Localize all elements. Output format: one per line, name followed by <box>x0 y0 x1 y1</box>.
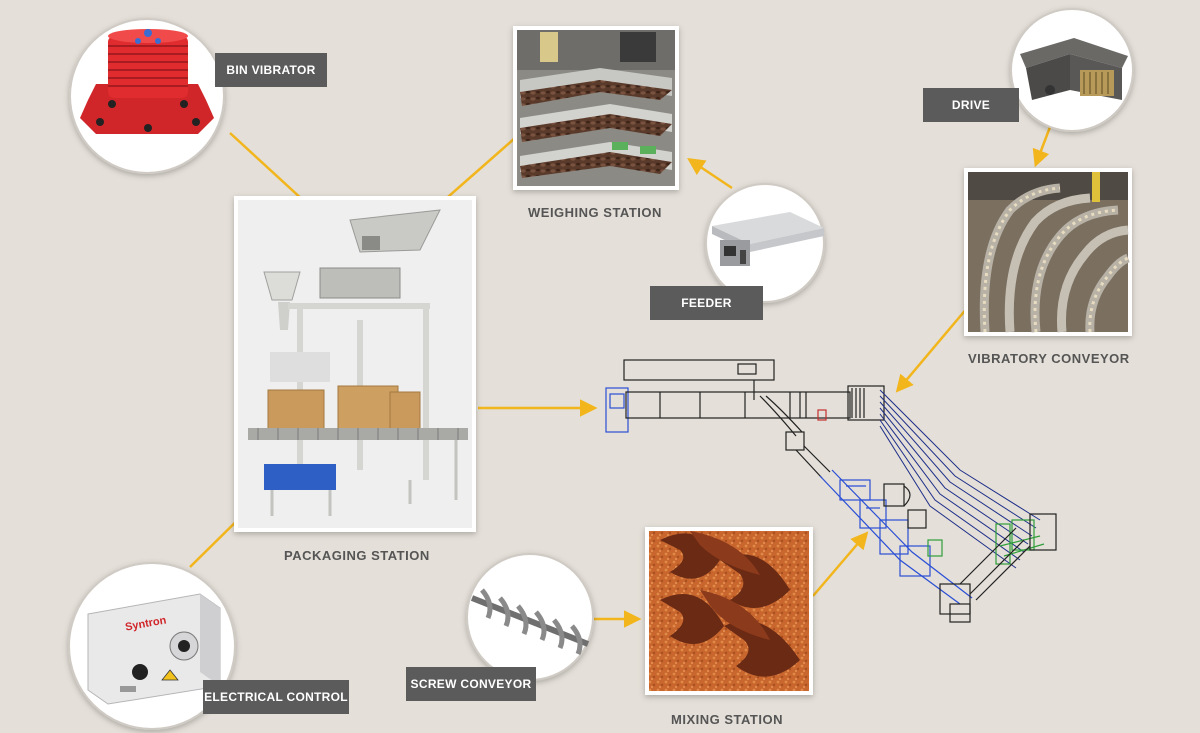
feeder-tag: FEEDER <box>650 286 763 320</box>
arrow-mixing-to-layout <box>812 531 869 597</box>
screw-conveyor-node <box>466 553 594 681</box>
arrow-feeder-to-weighing <box>687 158 733 190</box>
drive-image <box>1020 38 1128 100</box>
arrow-conveyor-to-layout <box>895 306 969 393</box>
mixing-station-image <box>649 531 809 691</box>
electrical-control-node <box>68 562 236 730</box>
screw-conveyor-tag: SCREW CONVEYOR <box>406 667 536 701</box>
bin-vibrator-tag: BIN VIBRATOR <box>215 53 327 87</box>
arrow-drive-to-conveyor <box>1032 126 1052 168</box>
vibratory-conveyor-caption: VIBRATORY CONVEYOR <box>968 351 1130 366</box>
mixing-station-node <box>645 527 813 695</box>
vibratory-conveyor-node <box>964 168 1132 336</box>
drive-node <box>1010 8 1134 132</box>
packaging-station-image <box>238 200 472 528</box>
electrical-control-tag: ELECTRICAL CONTROL <box>203 680 349 714</box>
weighing-station-node <box>513 26 679 190</box>
mixing-station-caption: MIXING STATION <box>671 712 783 727</box>
packaging-station-node <box>234 196 476 532</box>
feeder-image <box>712 212 824 266</box>
packaging-station-caption: PACKAGING STATION <box>284 548 430 563</box>
system-layout-drawing <box>605 359 1057 623</box>
bin-vibrator-node <box>69 18 225 174</box>
feeder-node <box>705 183 825 303</box>
vibratory-conveyor-image <box>968 172 1130 333</box>
weighing-station-image <box>517 30 675 186</box>
electrical-control-image <box>87 593 221 705</box>
screw-conveyor-image <box>470 588 590 655</box>
drive-tag: DRIVE <box>923 88 1019 122</box>
weighing-station-caption: WEIGHING STATION <box>528 205 662 220</box>
bin-vibrator-image <box>80 29 214 134</box>
